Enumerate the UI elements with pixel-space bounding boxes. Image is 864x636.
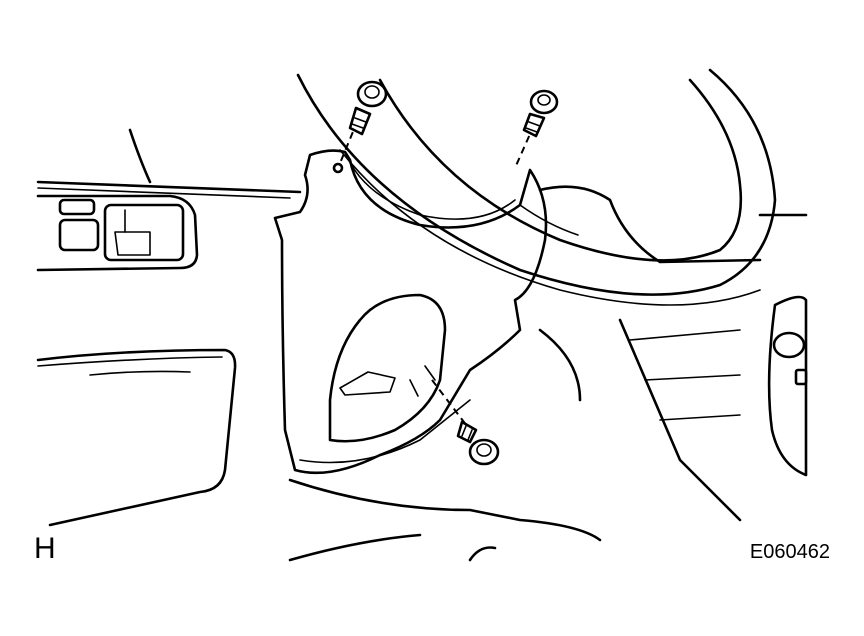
right-dashboard-section	[758, 213, 808, 477]
bolt-lower	[431, 379, 500, 466]
figure-code: E060462	[749, 541, 830, 563]
bolt-upper-left	[332, 80, 388, 174]
lower-left-panel	[36, 348, 237, 527]
lower-column-area	[288, 318, 742, 562]
bolt-upper-right	[514, 89, 559, 169]
view-letter: H	[34, 532, 56, 565]
dashboard-upper-edge	[36, 128, 302, 199]
column-shroud	[273, 149, 548, 475]
left-switch-panel	[36, 194, 199, 272]
